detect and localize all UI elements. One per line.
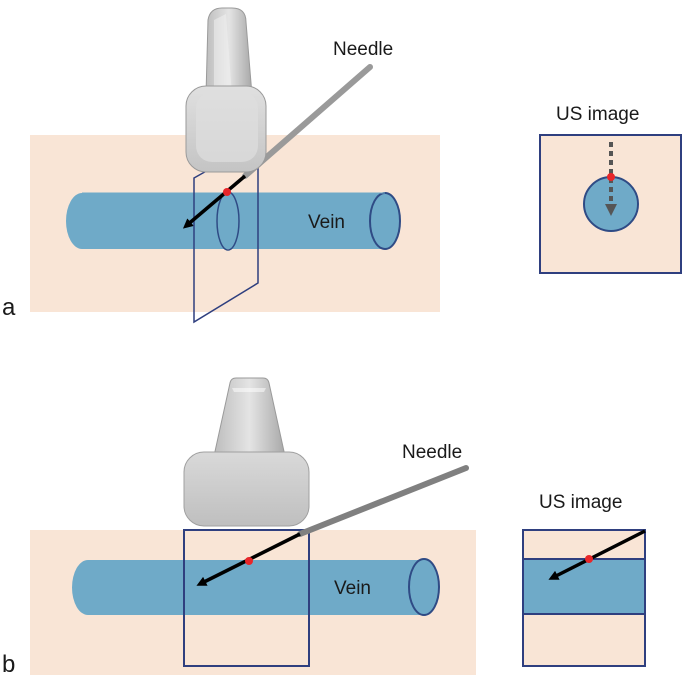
needle-us-b — [548, 529, 646, 580]
needle-tip-point-us-a — [607, 173, 615, 181]
vein-long-section-b — [522, 558, 646, 615]
ultrasound-probe-icon — [183, 377, 310, 527]
vein-b — [72, 558, 440, 616]
panel-letter-b: b — [2, 651, 15, 678]
ultrasound-probe-icon — [185, 7, 267, 173]
us-image-label-b: US image — [539, 492, 622, 513]
vein-label-b: Vein — [334, 578, 371, 599]
panel-a: Needle Vein a US image — [2, 7, 682, 324]
needle-contact-point-a — [223, 188, 231, 196]
us-image-label-a: US image — [556, 104, 639, 125]
needle-tip-point-us-b — [585, 555, 593, 563]
ultrasound-plane-b — [183, 529, 310, 667]
panel-b: Needle Vein b US image — [2, 377, 646, 678]
needle-contact-point-b — [245, 557, 253, 565]
us-image-inset-b: US image — [522, 492, 646, 667]
vein-label-a: Vein — [308, 212, 345, 233]
needle-label-a: Needle — [333, 39, 393, 60]
us-image-inset-a: US image — [539, 104, 682, 274]
needle-label-b: Needle — [402, 442, 462, 463]
panel-letter-a: a — [2, 294, 16, 321]
vein-cross-section-a — [583, 176, 639, 232]
needle-b — [196, 465, 469, 586]
vein-a — [66, 192, 401, 250]
needle-a — [182, 64, 373, 229]
